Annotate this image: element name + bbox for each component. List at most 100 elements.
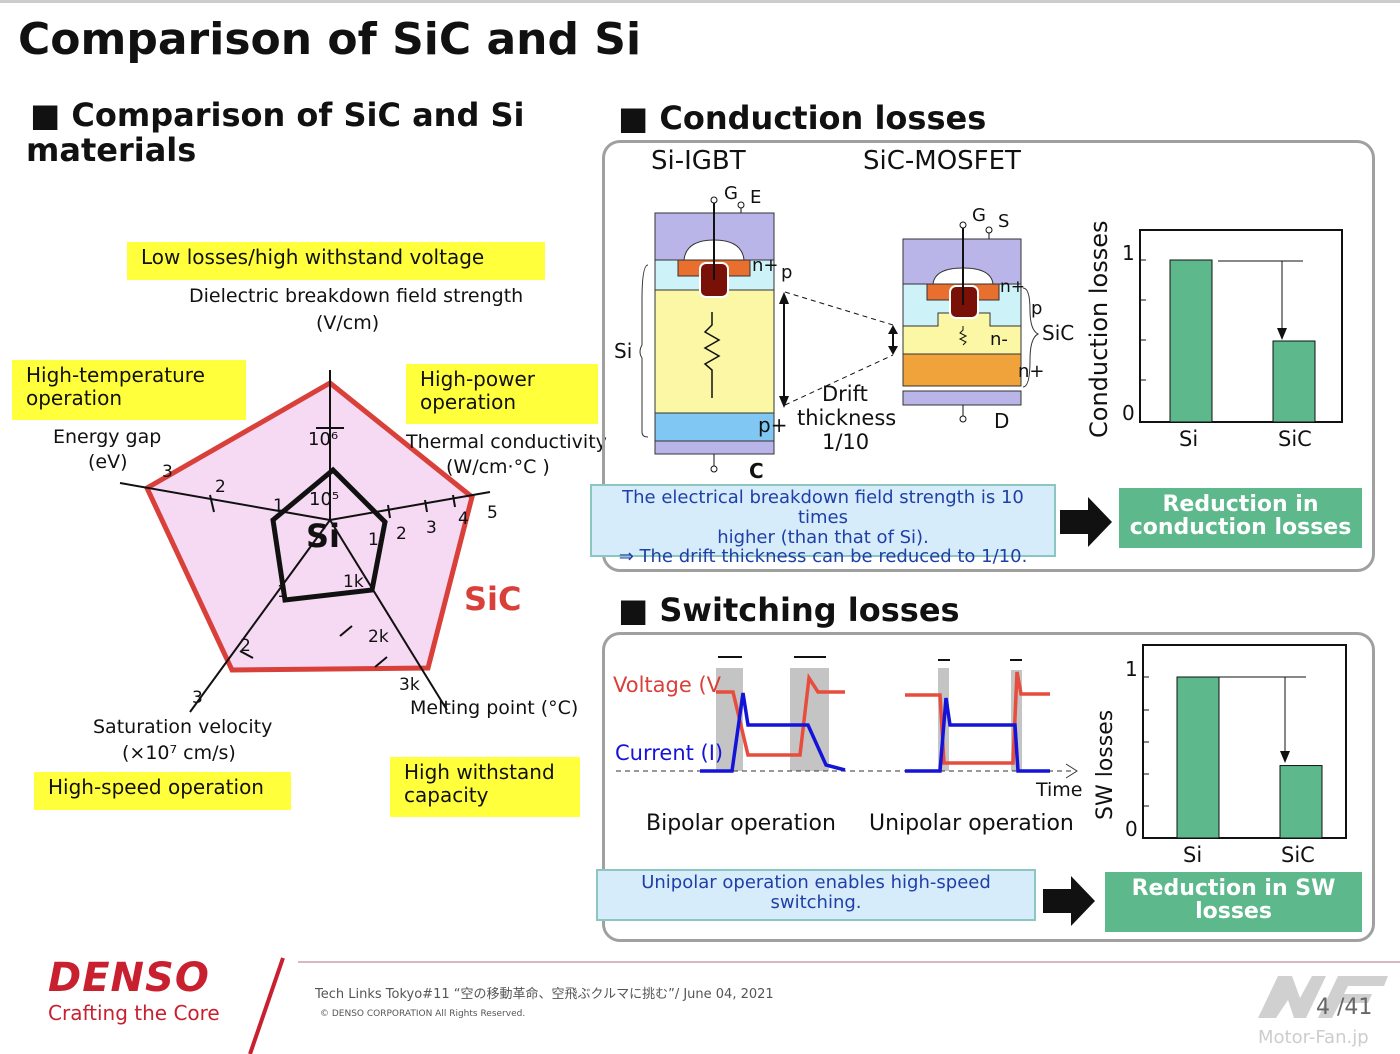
top-border — [0, 0, 1400, 3]
watermark-logo-icon — [1258, 976, 1388, 1018]
axis-energy-gap: Energy gap — [53, 426, 162, 448]
bipolar-label: Bipolar operation — [646, 811, 836, 836]
tick: 5 — [487, 503, 498, 523]
conduction-chart — [1139, 229, 1343, 423]
tick: 2k — [368, 627, 389, 647]
label-n-plus: n+ — [1000, 277, 1026, 297]
label-p: p — [781, 262, 793, 283]
switching-heading: ■ Switching losses — [618, 591, 960, 629]
xtick: SiC — [1278, 427, 1312, 451]
tick: 1 — [368, 530, 379, 550]
axis-energy-gap-unit: (eV) — [88, 451, 128, 473]
terminal-g: G — [724, 183, 738, 204]
event-text: Tech Links Tokyo#11 “空の移動革命、空飛ぶクルマに挑む”/ … — [315, 987, 774, 1002]
terminal-c: C — [749, 459, 764, 483]
tag-high-power: High-power operation — [406, 364, 598, 424]
si-label: Si — [306, 517, 341, 555]
switching-result: Reduction in SW losses — [1105, 872, 1362, 932]
ytick: 0 — [1125, 817, 1138, 841]
xtick: SiC — [1281, 843, 1315, 867]
igbt-structure — [639, 196, 894, 473]
terminal-e: E — [750, 187, 762, 208]
ytick: 0 — [1122, 401, 1135, 425]
copyright: © DENSO CORPORATION All Rights Reserved. — [320, 1009, 526, 1019]
tick: 1k — [343, 572, 364, 592]
tick: 1 — [273, 496, 284, 516]
tick: 1 — [277, 582, 288, 602]
bar-si — [1169, 259, 1213, 423]
conduction-result: Reduction in conduction losses — [1119, 488, 1362, 548]
axis-dielectric: Dielectric breakdown field strength — [189, 285, 524, 307]
drift-label-2: thickness — [797, 406, 897, 430]
note-line: Unipolar operation enables high-speed — [641, 872, 991, 893]
tick: 3 — [192, 688, 203, 708]
switching-waveforms — [616, 656, 1078, 779]
bar-sic — [1272, 340, 1316, 423]
axis-saturation-unit: (×10⁷ cm/s) — [122, 742, 236, 764]
arrow-right-icon — [1060, 497, 1112, 547]
drift-label: Drift — [822, 382, 868, 406]
note-line: The electrical breakdown field strength … — [622, 487, 1024, 528]
switching-panel — [602, 632, 1375, 942]
time-label: Time — [1036, 779, 1083, 801]
drift-label-3: 1/10 — [822, 430, 870, 454]
page-number: 4 /41 — [1316, 995, 1373, 1020]
conduction-ylabel: Conduction losses — [1085, 220, 1113, 438]
label-sic: SiC — [1042, 321, 1075, 345]
mosfet-structure — [888, 221, 1040, 423]
result-line: conduction losses — [1129, 515, 1352, 541]
voltage-label: Voltage (V — [613, 673, 722, 697]
label-n-plus: n+ — [752, 255, 779, 276]
si-igbt-label: Si-IGBT — [651, 146, 746, 176]
sw-chart — [1142, 644, 1347, 839]
left-heading: ■ Comparison of SiC and Si — [30, 96, 525, 134]
tag-low-losses: Low losses/high withstand voltage — [127, 242, 545, 280]
axis-dielectric-unit: (V/cm) — [316, 312, 380, 334]
bar-sic — [1279, 765, 1323, 839]
label-p-plus: p+ — [758, 413, 788, 437]
sic-label: SiC — [464, 580, 522, 618]
tick: 2 — [396, 524, 407, 544]
tick: 2 — [240, 636, 251, 656]
radar-axes — [119, 370, 491, 713]
watermark: Motor-Fan.jp — [1258, 1027, 1369, 1048]
tagline: Crafting the Core — [48, 1001, 220, 1025]
terminal-d: D — [994, 409, 1010, 433]
axis-saturation: Saturation velocity — [93, 716, 273, 738]
xtick: Si — [1179, 427, 1199, 451]
current-label: Current (I) — [615, 741, 724, 765]
sic-mosfet-label: SiC-MOSFET — [863, 146, 1021, 176]
xtick: Si — [1183, 843, 1203, 867]
terminal-s: S — [998, 211, 1010, 232]
axis-melting: Melting point (°C) — [410, 697, 579, 719]
tag-high-speed: High-speed operation — [34, 772, 291, 810]
bar-si — [1176, 676, 1220, 839]
conduction-note: The electrical breakdown field strength … — [590, 484, 1056, 567]
conduction-heading: ■ Conduction losses — [618, 99, 987, 137]
axis-thermal-unit: (W/cm·°C ) — [446, 456, 550, 478]
switching-note: Unipolar operation enables high-speed sw… — [596, 869, 1036, 921]
note-line: higher (than that of Si). — [717, 526, 929, 548]
tick: 3 — [426, 518, 437, 538]
result-line: Reduction in — [1162, 492, 1319, 517]
footer-slash — [248, 957, 285, 1054]
arrow-right-icon — [1043, 876, 1095, 926]
result-line: Reduction in SW — [1131, 876, 1336, 901]
axis-thermal: Thermal conductivity — [406, 431, 607, 453]
denso-logo: DENSO — [48, 955, 210, 1001]
tick: 2 — [215, 477, 226, 497]
label-n-plus: n+ — [1018, 361, 1045, 382]
tick: 10⁶ — [308, 429, 339, 450]
si-pentagon — [270, 466, 388, 603]
label-p: p — [1031, 298, 1043, 319]
slide-title: Comparison of SiC and Si — [18, 14, 642, 65]
tick: 4 — [458, 509, 469, 529]
tick: 3 — [162, 462, 173, 482]
ytick: 1 — [1125, 657, 1138, 681]
unipolar-label: Unipolar operation — [869, 811, 1074, 836]
terminal-g: G — [972, 205, 986, 226]
sw-ylabel: SW losses — [1093, 709, 1118, 820]
left-heading-2: materials — [26, 131, 197, 169]
